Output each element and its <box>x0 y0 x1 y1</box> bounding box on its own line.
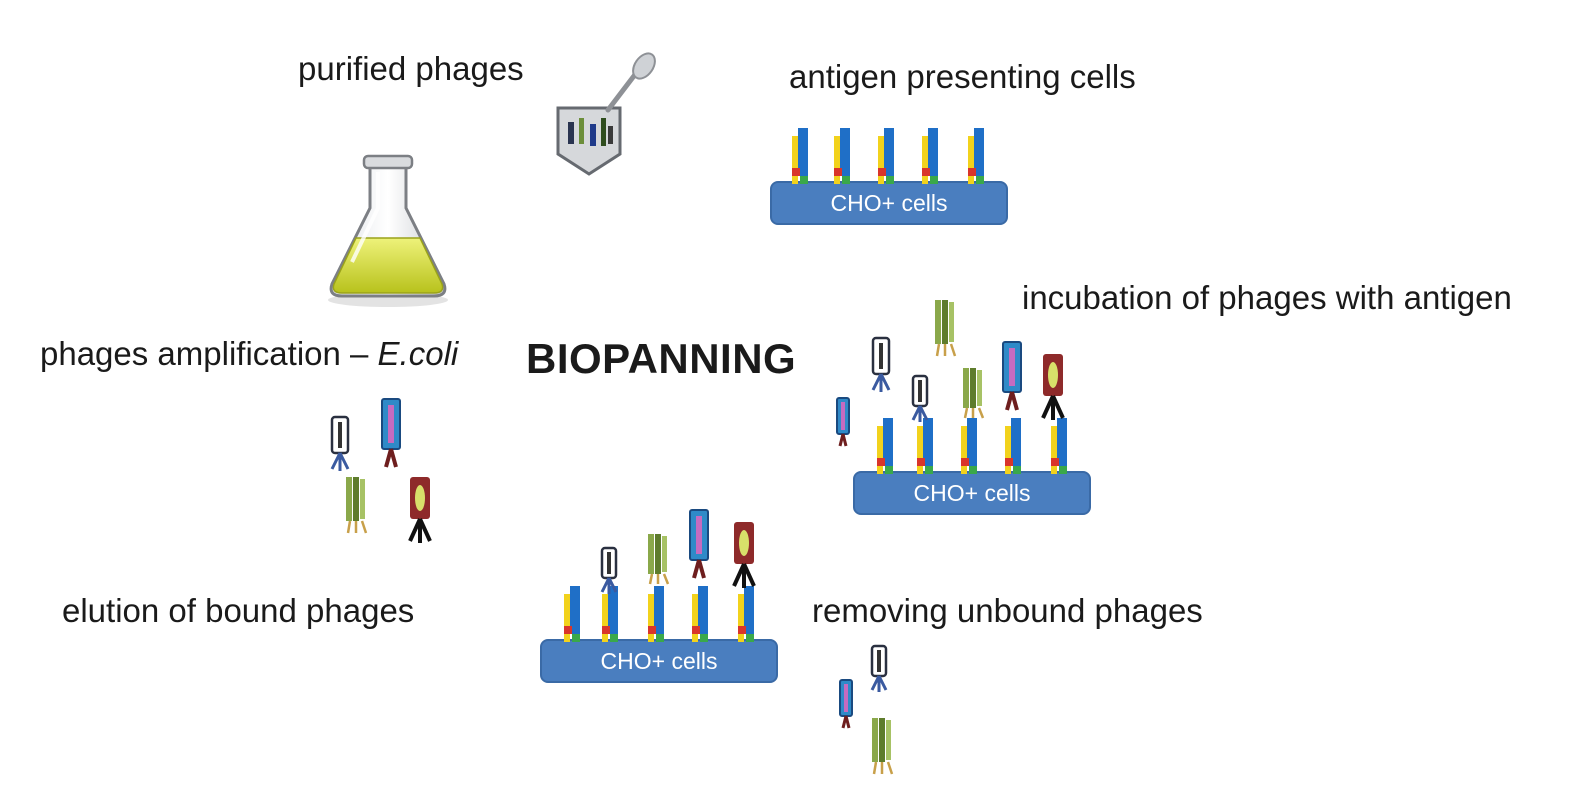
phage-icon <box>963 368 985 419</box>
phage-icon <box>346 477 368 534</box>
phage-icon <box>408 477 432 543</box>
cho-cells-top: CHO+ cells <box>770 181 1008 225</box>
phage-icon <box>871 336 891 392</box>
cho-cells-bottom: CHO+ cells <box>540 639 778 683</box>
receptor-icon <box>1051 418 1067 474</box>
phage-icon <box>872 718 894 775</box>
phage-icon <box>648 534 670 585</box>
tube-icon <box>556 52 656 176</box>
phage-icon <box>689 509 709 579</box>
phage-icon <box>381 398 401 468</box>
phage-cluster-incubation <box>836 300 1065 447</box>
phage-cluster-amplification <box>330 398 432 543</box>
receptor-icon <box>834 128 850 184</box>
phage-icon <box>732 522 756 588</box>
phage-icon <box>870 644 888 692</box>
label-amplification-text: phages amplification – <box>40 335 378 372</box>
receptor-icon <box>922 128 938 184</box>
receptor-icon <box>917 418 933 474</box>
receptor-row-top <box>792 128 984 184</box>
receptor-icon <box>564 586 580 642</box>
phage-icon <box>1002 341 1022 411</box>
receptor-icon <box>877 418 893 474</box>
receptor-icon <box>878 128 894 184</box>
cho-cells-right: CHO+ cells <box>853 471 1091 515</box>
diagram-title: BIOPANNING <box>526 335 797 382</box>
phage-icon <box>330 415 350 471</box>
phage-icon <box>911 374 929 422</box>
flask-icon <box>328 154 448 307</box>
phage-cluster-unbound <box>839 644 894 775</box>
receptor-icon <box>692 586 708 642</box>
receptor-icon <box>968 128 984 184</box>
receptor-icon <box>792 128 808 184</box>
label-removing-unbound: removing unbound phages <box>812 592 1203 629</box>
receptor-icon <box>961 418 977 474</box>
receptor-icon <box>602 586 618 642</box>
label-amplification-organism: E.coli <box>377 335 459 372</box>
receptor-icon <box>738 586 754 642</box>
label-antigen-presenting-cells: antigen presenting cells <box>789 58 1136 95</box>
receptor-icon <box>1005 418 1021 474</box>
phage-icon <box>839 679 853 729</box>
label-elution: elution of bound phages <box>62 592 415 629</box>
label-purified-phages: purified phages <box>298 50 524 87</box>
phage-icon <box>836 397 850 447</box>
receptor-row-bottom <box>564 586 754 642</box>
phage-icon <box>935 300 957 357</box>
receptor-row-right <box>877 418 1067 474</box>
label-incubation: incubation of phages with antigen <box>1022 279 1512 316</box>
phage-icon <box>1041 354 1065 420</box>
receptor-icon <box>648 586 664 642</box>
label-amplification: phages amplification – E.coli <box>40 337 458 370</box>
phage-cluster-elution <box>600 509 756 594</box>
phage-icon <box>600 546 618 594</box>
